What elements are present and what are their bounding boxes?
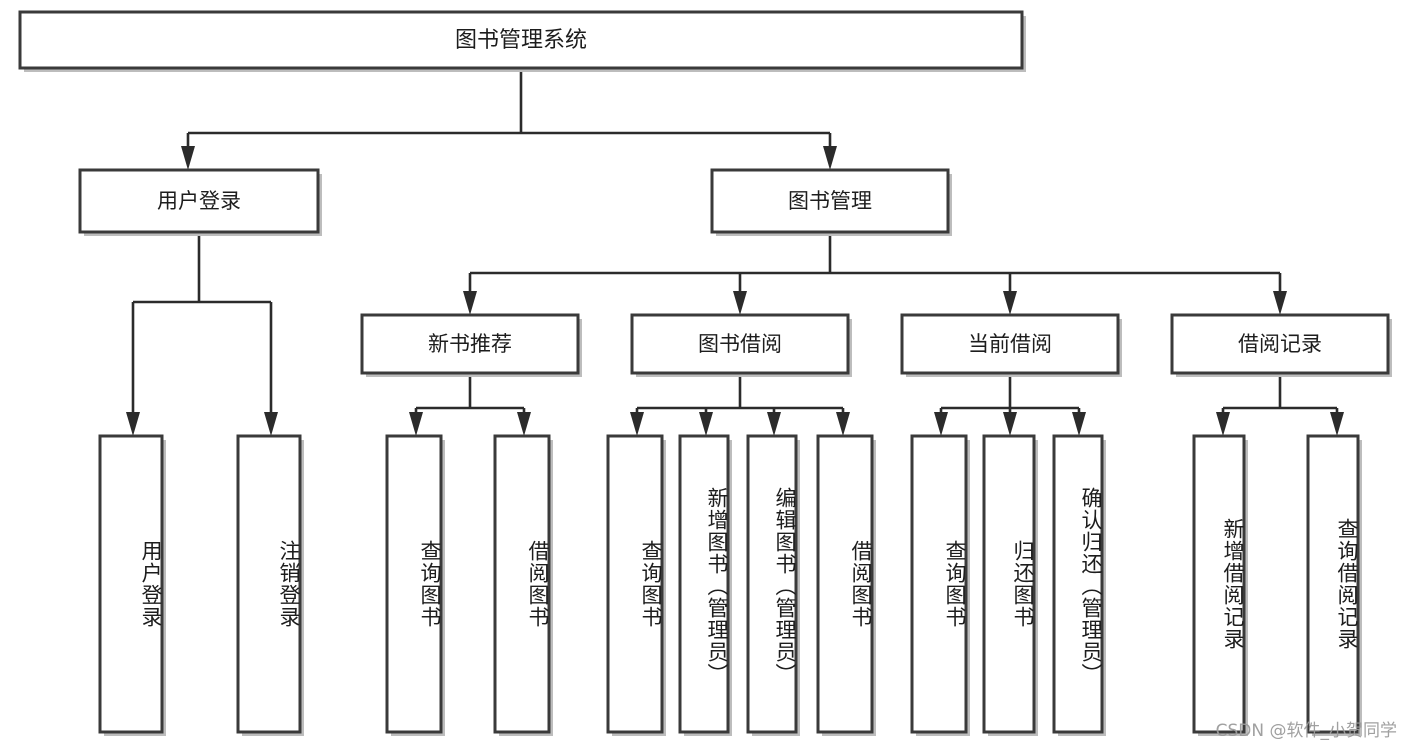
- leaf-current-query-box[interactable]: [910, 434, 968, 734]
- node-user-login[interactable]: 用户登录: [78, 168, 322, 236]
- leaf-newbook-borrow-box[interactable]: [493, 434, 551, 734]
- node-current-borrow-box[interactable]: [900, 313, 1120, 375]
- arrow-head-bookborrow-leaf1: [630, 412, 644, 436]
- leaf-query-record-box[interactable]: [1306, 434, 1360, 734]
- node-new-book-recommend-box[interactable]: [360, 313, 580, 375]
- arrow-head-newbook-leaf2: [517, 412, 531, 436]
- csdn-watermark: CSDN @软件_小贺同学: [1215, 721, 1397, 741]
- leaf-node-borrow-query[interactable]: [606, 434, 666, 736]
- arrow-head-bookborrow-leaf4: [836, 412, 850, 436]
- arrow-head-borrowrecord-leaf1: [1216, 412, 1230, 436]
- leaf-node-logout[interactable]: [236, 434, 304, 736]
- arrow-head-book-manage: [823, 146, 837, 170]
- leaf-confirm-return-box[interactable]: [1052, 434, 1104, 734]
- node-current-borrow[interactable]: 当前借阅: [900, 313, 1122, 377]
- node-book-manage-box[interactable]: [710, 168, 950, 234]
- leaf-edit-book-box[interactable]: [746, 434, 798, 734]
- arrow-head-book-borrow: [733, 291, 747, 315]
- arrow-head-user-leaf1: [126, 412, 140, 436]
- leaf-add-book-box[interactable]: [678, 434, 730, 734]
- arrow-head-new-book: [463, 291, 477, 315]
- leaf-add-record-box[interactable]: [1192, 434, 1246, 734]
- node-root[interactable]: 图书管理系统: [18, 10, 1026, 72]
- leaf-user-login-box[interactable]: [98, 434, 164, 734]
- leaf-node-newbook-borrow[interactable]: [493, 434, 553, 736]
- leaf-node-user-login[interactable]: [98, 434, 166, 736]
- arrow-head-currentborrow-leaf3: [1072, 412, 1086, 436]
- node-new-book-recommend-label: 新书推荐: [428, 332, 512, 356]
- node-user-login-label: 用户登录: [157, 189, 241, 213]
- arrow-head-borrowrecord-leaf2: [1330, 412, 1344, 436]
- connector-group: [126, 68, 1344, 436]
- arrow-head-current-borrow: [1003, 291, 1017, 315]
- arrow-head-newbook-leaf1: [409, 412, 423, 436]
- node-current-borrow-label: 当前借阅: [968, 332, 1052, 356]
- node-borrow-record[interactable]: 借阅记录: [1170, 313, 1392, 377]
- leaf-node-newbook-query[interactable]: [385, 434, 445, 736]
- leaf-node-borrow-book[interactable]: [816, 434, 876, 736]
- node-book-borrow[interactable]: 图书借阅: [630, 313, 852, 377]
- node-user-login-box[interactable]: [78, 168, 320, 234]
- leaf-node-add-record[interactable]: [1192, 434, 1248, 736]
- arrow-head-user-login: [181, 146, 195, 170]
- leaf-node-confirm-return[interactable]: [1052, 434, 1106, 736]
- arrow-head-bookborrow-leaf3: [767, 412, 781, 436]
- node-book-manage-label: 图书管理: [788, 189, 872, 213]
- leaf-node-return-book[interactable]: [982, 434, 1038, 736]
- arrow-head-user-leaf2: [264, 412, 278, 436]
- leaf-borrow-query-box[interactable]: [606, 434, 664, 734]
- arrow-head-currentborrow-leaf1: [934, 412, 948, 436]
- node-book-manage[interactable]: 图书管理: [710, 168, 952, 236]
- node-borrow-record-label: 借阅记录: [1238, 332, 1322, 356]
- arrow-head-bookborrow-leaf2: [699, 412, 713, 436]
- arrow-head-borrow-record: [1273, 291, 1287, 315]
- leaf-node-add-book[interactable]: [678, 434, 732, 736]
- node-book-borrow-label: 图书借阅: [698, 332, 782, 356]
- node-root-box[interactable]: [18, 10, 1024, 70]
- leaf-node-current-query[interactable]: [910, 434, 970, 736]
- node-new-book-recommend[interactable]: 新书推荐: [360, 313, 582, 377]
- leaf-logout-box[interactable]: [236, 434, 302, 734]
- leaf-newbook-query-box[interactable]: [385, 434, 443, 734]
- node-book-borrow-box[interactable]: [630, 313, 850, 375]
- arrow-head-currentborrow-leaf2: [1003, 412, 1017, 436]
- leaf-node-edit-book[interactable]: [746, 434, 800, 736]
- node-root-label: 图书管理系统: [455, 28, 587, 53]
- leaf-return-book-box[interactable]: [982, 434, 1036, 734]
- leaf-borrow-book-box[interactable]: [816, 434, 874, 734]
- leaf-node-query-record[interactable]: [1306, 434, 1362, 736]
- node-borrow-record-box[interactable]: [1170, 313, 1390, 375]
